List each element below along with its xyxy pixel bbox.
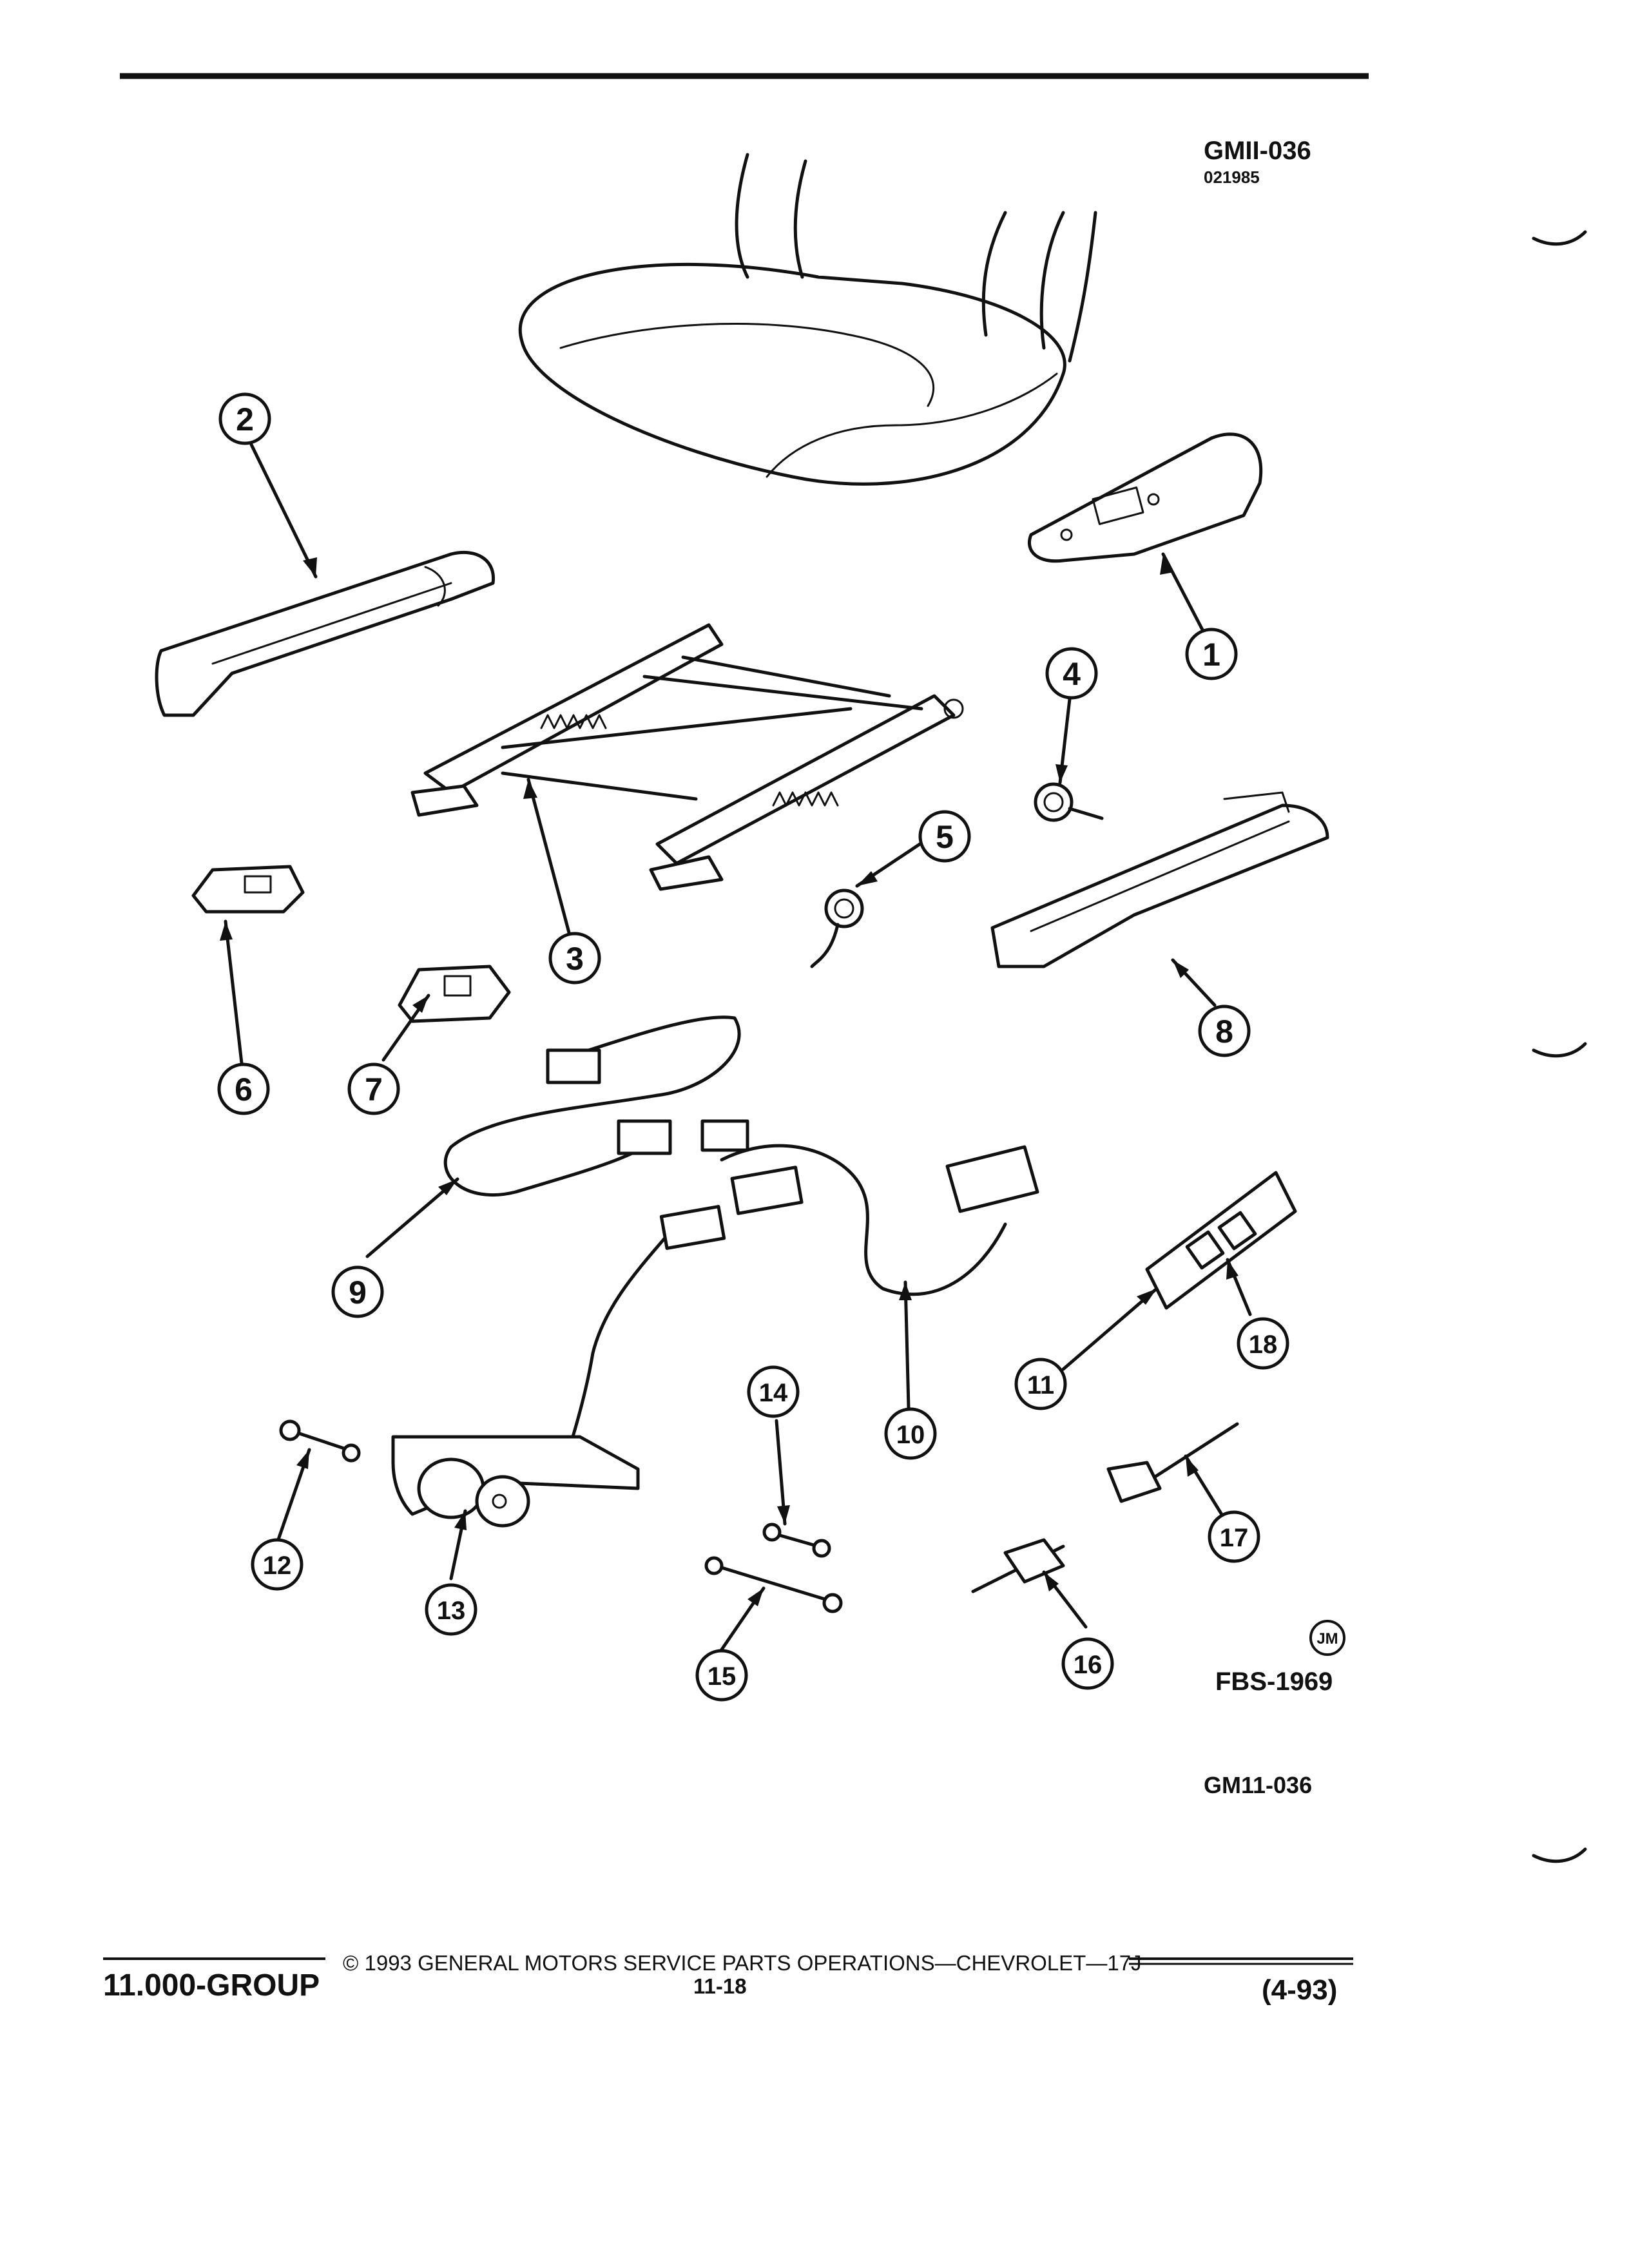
svg-text:6: 6 xyxy=(235,1072,253,1108)
callout-6: 6 xyxy=(217,1062,270,1115)
callout-13: 13 xyxy=(425,1583,477,1636)
part-15-rod xyxy=(704,1556,843,1613)
callout-11: 11 xyxy=(1014,1358,1067,1410)
svg-text:2: 2 xyxy=(236,401,254,437)
callout-5: 5 xyxy=(918,810,971,863)
svg-text:8: 8 xyxy=(1215,1014,1233,1050)
artist-mark: JM xyxy=(1309,1620,1345,1656)
part-4-spring xyxy=(1034,782,1104,822)
callout-7: 7 xyxy=(347,1062,400,1115)
svg-text:12: 12 xyxy=(263,1552,292,1580)
callout-14: 14 xyxy=(747,1365,800,1418)
svg-text:17: 17 xyxy=(1220,1524,1249,1552)
callout-1: 1 xyxy=(1185,628,1238,680)
svg-text:3: 3 xyxy=(566,941,584,977)
svg-text:15: 15 xyxy=(708,1662,737,1691)
drawing-code: GMII-036 xyxy=(1204,137,1311,165)
seat-cushion xyxy=(518,153,1097,486)
callout-15: 15 xyxy=(695,1649,748,1702)
part-8-track-cover xyxy=(990,791,1329,968)
part-12-bolt xyxy=(279,1419,361,1463)
callout-10: 10 xyxy=(884,1407,937,1460)
date-code: 021985 xyxy=(1204,168,1260,187)
part-16-coupler xyxy=(971,1538,1065,1593)
part-2-track-cover xyxy=(155,550,496,717)
leader-lines xyxy=(220,443,1252,1651)
margin-mark xyxy=(1532,1042,1587,1058)
group-label: 11.000-GROUP xyxy=(103,1968,320,2003)
svg-text:1: 1 xyxy=(1202,637,1220,673)
svg-text:JM: JM xyxy=(1316,1630,1338,1648)
callout-3: 3 xyxy=(548,932,601,985)
callout-9: 9 xyxy=(331,1265,384,1318)
svg-text:5: 5 xyxy=(936,819,954,855)
part-3-adjuster xyxy=(410,623,964,891)
margin-mark xyxy=(1532,230,1587,246)
callout-8: 8 xyxy=(1198,1004,1251,1057)
copyright-line: © 1993 GENERAL MOTORS SERVICE PARTS OPER… xyxy=(343,1951,1142,1975)
callout-17: 17 xyxy=(1208,1510,1260,1563)
svg-text:18: 18 xyxy=(1249,1331,1278,1359)
svg-text:4: 4 xyxy=(1063,656,1081,692)
part-10-harness xyxy=(559,1144,1039,1477)
part-17-coupler xyxy=(1106,1422,1239,1503)
part-5-spring xyxy=(810,889,864,968)
svg-text:10: 10 xyxy=(896,1421,925,1449)
callout-12: 12 xyxy=(251,1538,304,1591)
svg-text:11: 11 xyxy=(1027,1371,1054,1399)
drawing-reference: GM11-036 xyxy=(1204,1772,1313,1798)
part-6-cap xyxy=(191,865,305,914)
svg-text:14: 14 xyxy=(759,1379,788,1407)
margin-mark xyxy=(1532,1847,1587,1863)
figure-code: FBS-1969 xyxy=(1215,1667,1333,1696)
part-13-motor xyxy=(391,1435,640,1528)
svg-text:7: 7 xyxy=(365,1072,383,1108)
svg-text:9: 9 xyxy=(349,1274,367,1311)
svg-text:13: 13 xyxy=(437,1597,466,1625)
callout-2: 2 xyxy=(218,392,271,445)
callout-18: 18 xyxy=(1237,1317,1289,1370)
revision-date: (4-93) xyxy=(1262,1974,1338,2006)
svg-text:16: 16 xyxy=(1074,1651,1103,1679)
part-14-bolt xyxy=(762,1523,831,1558)
part-11-switch-housing xyxy=(1145,1171,1297,1310)
page-number: 11-18 xyxy=(693,1974,747,1998)
callout-16: 16 xyxy=(1061,1637,1114,1690)
part-9-harness xyxy=(443,1015,749,1196)
callout-4: 4 xyxy=(1045,647,1098,700)
part-1-shield xyxy=(1028,432,1263,563)
